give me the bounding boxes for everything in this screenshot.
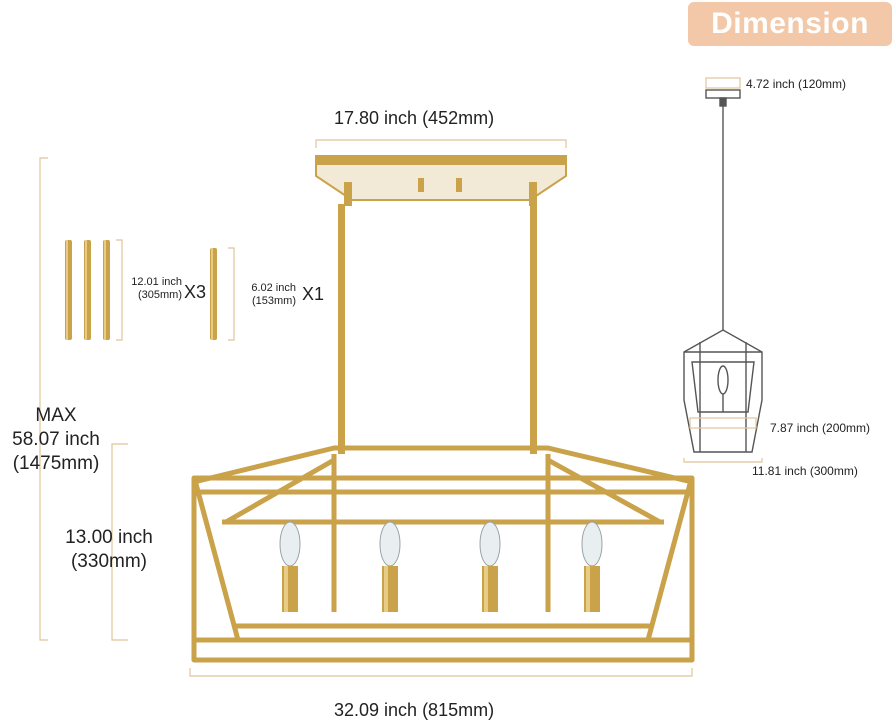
side-bottom-label: 7.87 inch (200mm)	[770, 421, 871, 435]
body-height-mm: (330mm)	[70, 551, 147, 572]
canopy-width-label: 17.80 inch (452mm)	[334, 108, 495, 128]
short-rod-mm: (153mm)	[251, 295, 296, 307]
dimension-badge: Dimension	[688, 2, 892, 46]
max-height-mm: (1475mm)	[12, 453, 100, 474]
long-rod-quantity: X3	[184, 282, 207, 302]
side-top-label: 11.81 inch (300mm)	[752, 464, 858, 478]
max-height-word: MAX	[35, 405, 77, 426]
side-canopy-label: 4.72 inch (120mm)	[746, 77, 847, 91]
max-height-label: MAX 58.07 inch (1475mm)	[2, 404, 110, 476]
long-rod-mm: (305mm)	[137, 289, 182, 301]
side-view-illustration	[683, 89, 763, 453]
body-height-inch: 13.00 inch	[65, 527, 153, 548]
short-rod-inch: 6.02 inch	[251, 282, 296, 294]
dimension-badge-label: Dimension	[711, 7, 869, 40]
spare-rod-short	[210, 248, 217, 340]
spare-rods-long	[65, 240, 110, 340]
side-view-dimension-lines	[683, 77, 763, 463]
fixture-width-label: 32.09 inch (815mm)	[334, 700, 495, 720]
chandelier-illustration	[191, 155, 695, 663]
max-height-inch: 58.07 inch	[12, 429, 100, 450]
body-height-label: 13.00 inch (330mm)	[52, 526, 166, 574]
candle-sockets	[279, 521, 603, 612]
long-rod-label: 12.01 inch (305mm)	[124, 276, 182, 302]
dimension-lines	[39, 139, 693, 677]
long-rod-inch: 12.01 inch	[131, 276, 182, 288]
short-rod-label: 6.02 inch (153mm)	[238, 282, 296, 308]
short-rod-quantity: X1	[302, 284, 325, 304]
